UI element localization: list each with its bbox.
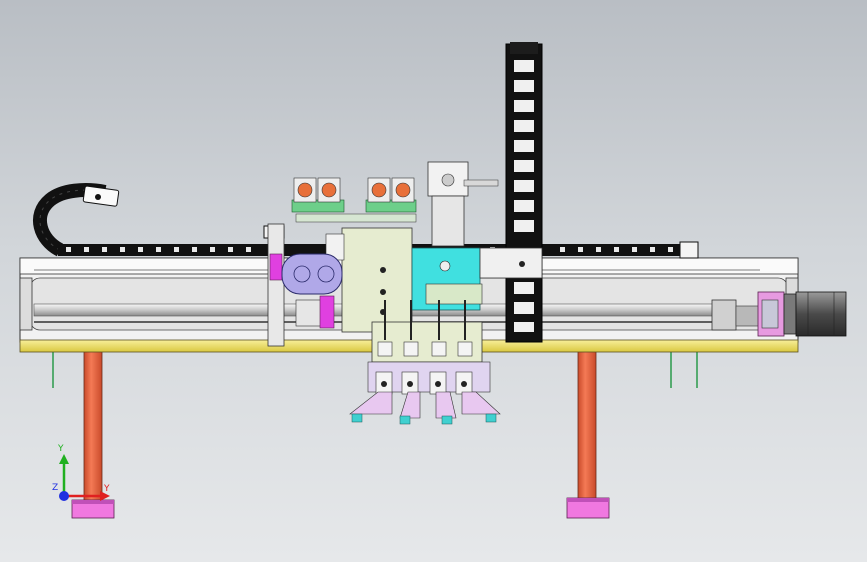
cable-chain-vertical xyxy=(505,42,543,343)
gripper-assembly xyxy=(349,283,501,425)
servo-motor xyxy=(783,291,847,337)
sensor-rods xyxy=(52,350,698,388)
support-leg-right xyxy=(566,349,610,519)
triad-y-label: Y xyxy=(57,444,64,454)
triad-z-label: Z xyxy=(52,483,58,493)
axis-triad xyxy=(59,454,110,501)
support-leg-left xyxy=(71,349,115,519)
drive-end xyxy=(711,291,785,337)
triad-x-label: Y xyxy=(103,484,110,494)
sensor-pcb-group xyxy=(291,177,417,223)
stepper-motor-top xyxy=(427,161,499,247)
